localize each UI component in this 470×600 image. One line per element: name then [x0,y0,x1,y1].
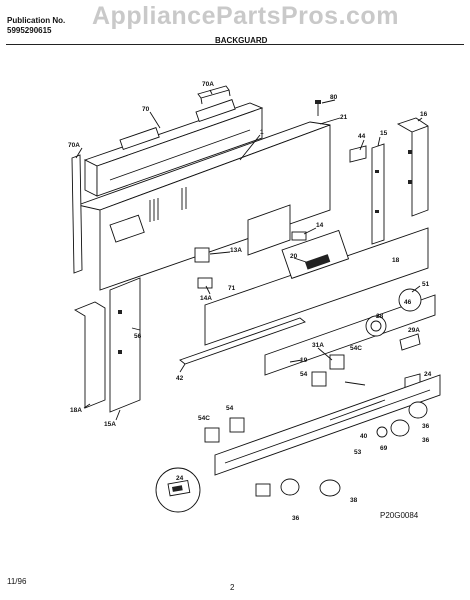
callout-42: 42 [176,375,184,382]
callout-36-bottom: 36 [292,515,300,522]
part-13a-relay [194,247,210,263]
footer-date: 11/96 [7,577,27,586]
callout-1: 1 [260,129,264,136]
part-70a-left-strip [71,154,83,274]
part-36-knob-right [390,419,410,437]
callout-13a: 13A [230,247,242,254]
callout-16: 16 [420,111,428,118]
callout-56: 56 [134,333,142,340]
part-80-screw [315,100,321,116]
part-15-right-bracket [371,143,385,245]
callout-24-inset: 24 [176,475,184,482]
callout-44: 44 [358,133,366,140]
callout-51: 51 [422,281,430,288]
publication-label: Publication No. [7,16,66,25]
leader-lines [75,89,423,421]
part-18a-left-end-cap [73,301,106,409]
callout-54-lower: 54 [226,405,234,412]
part-24-switch-bottom [255,483,271,497]
callout-14a: 14A [200,295,212,302]
callout-labels: 70A 70 80 21 1 44 16 70A 15 14 13A 20 18… [68,81,432,522]
part-28-knob-inner [370,320,382,332]
part-70a-top-bracket [197,85,231,105]
callout-71: 71 [228,285,236,292]
part-69-fitting [376,426,388,438]
callout-31a: 31A [312,342,324,349]
callout-29a: 29A [408,327,420,334]
part-54c-switch-lower [204,427,220,443]
part-29a-switch [399,333,421,351]
callout-15a: 15A [104,421,116,428]
publication-number: 5995290615 [7,26,52,35]
part-46-knob [398,288,422,312]
callout-18: 18 [392,257,400,264]
part-54c-switch-upper [329,354,345,370]
part-44-clip [349,145,367,163]
callout-15-right: 15 [380,130,388,137]
callout-19: 19 [300,357,308,364]
callout-20: 20 [290,253,298,260]
part-56-left-bracket [109,277,141,413]
part-42-lower-rail [179,317,306,365]
drawing-code: P20G0084 [380,511,419,520]
callout-70a-left: 70A [68,142,80,149]
callout-36-right-lower: 36 [422,437,430,444]
callout-80: 80 [330,94,338,101]
part-70-vent-trim [83,99,264,197]
callout-38: 38 [350,497,358,504]
part-54-switch-lower [229,417,245,433]
callout-24-right: 24 [424,371,432,378]
callout-70: 70 [142,106,150,113]
callout-54-mid: 54 [300,371,308,378]
part-40-rod [329,399,386,421]
part-16-right-end-panel [396,117,429,217]
callout-28: 28 [376,313,384,320]
callout-18a: 18A [70,407,82,414]
part-14a-switch [197,277,213,289]
watermark: AppliancePartsPros.com [92,2,399,30]
callout-54c-lower: 54C [198,415,210,422]
callout-46: 46 [404,299,412,306]
part-1-backguard-shell [76,121,331,291]
callout-21: 21 [340,114,348,121]
part-36-knob-right-lower [408,401,428,419]
header-rule [6,44,464,45]
part-36-knob-bottom [280,478,300,496]
callout-14: 14 [316,222,324,229]
callout-69: 69 [380,445,388,452]
section-title: BACKGUARD [215,36,268,45]
part-38-knob [319,479,341,497]
part-19-trim-panel [264,294,436,376]
part-24-inset-detail [155,467,201,513]
page-number: 2 [230,583,235,592]
callout-40: 40 [360,433,368,440]
callout-54c-upper: 54C [350,345,362,352]
part-54-switch [311,371,327,387]
callout-36-right: 36 [422,423,430,430]
part-18-control-panel [204,227,429,346]
part-14-switch [291,231,307,241]
callout-70a-top: 70A [202,81,214,88]
callout-53: 53 [354,449,362,456]
